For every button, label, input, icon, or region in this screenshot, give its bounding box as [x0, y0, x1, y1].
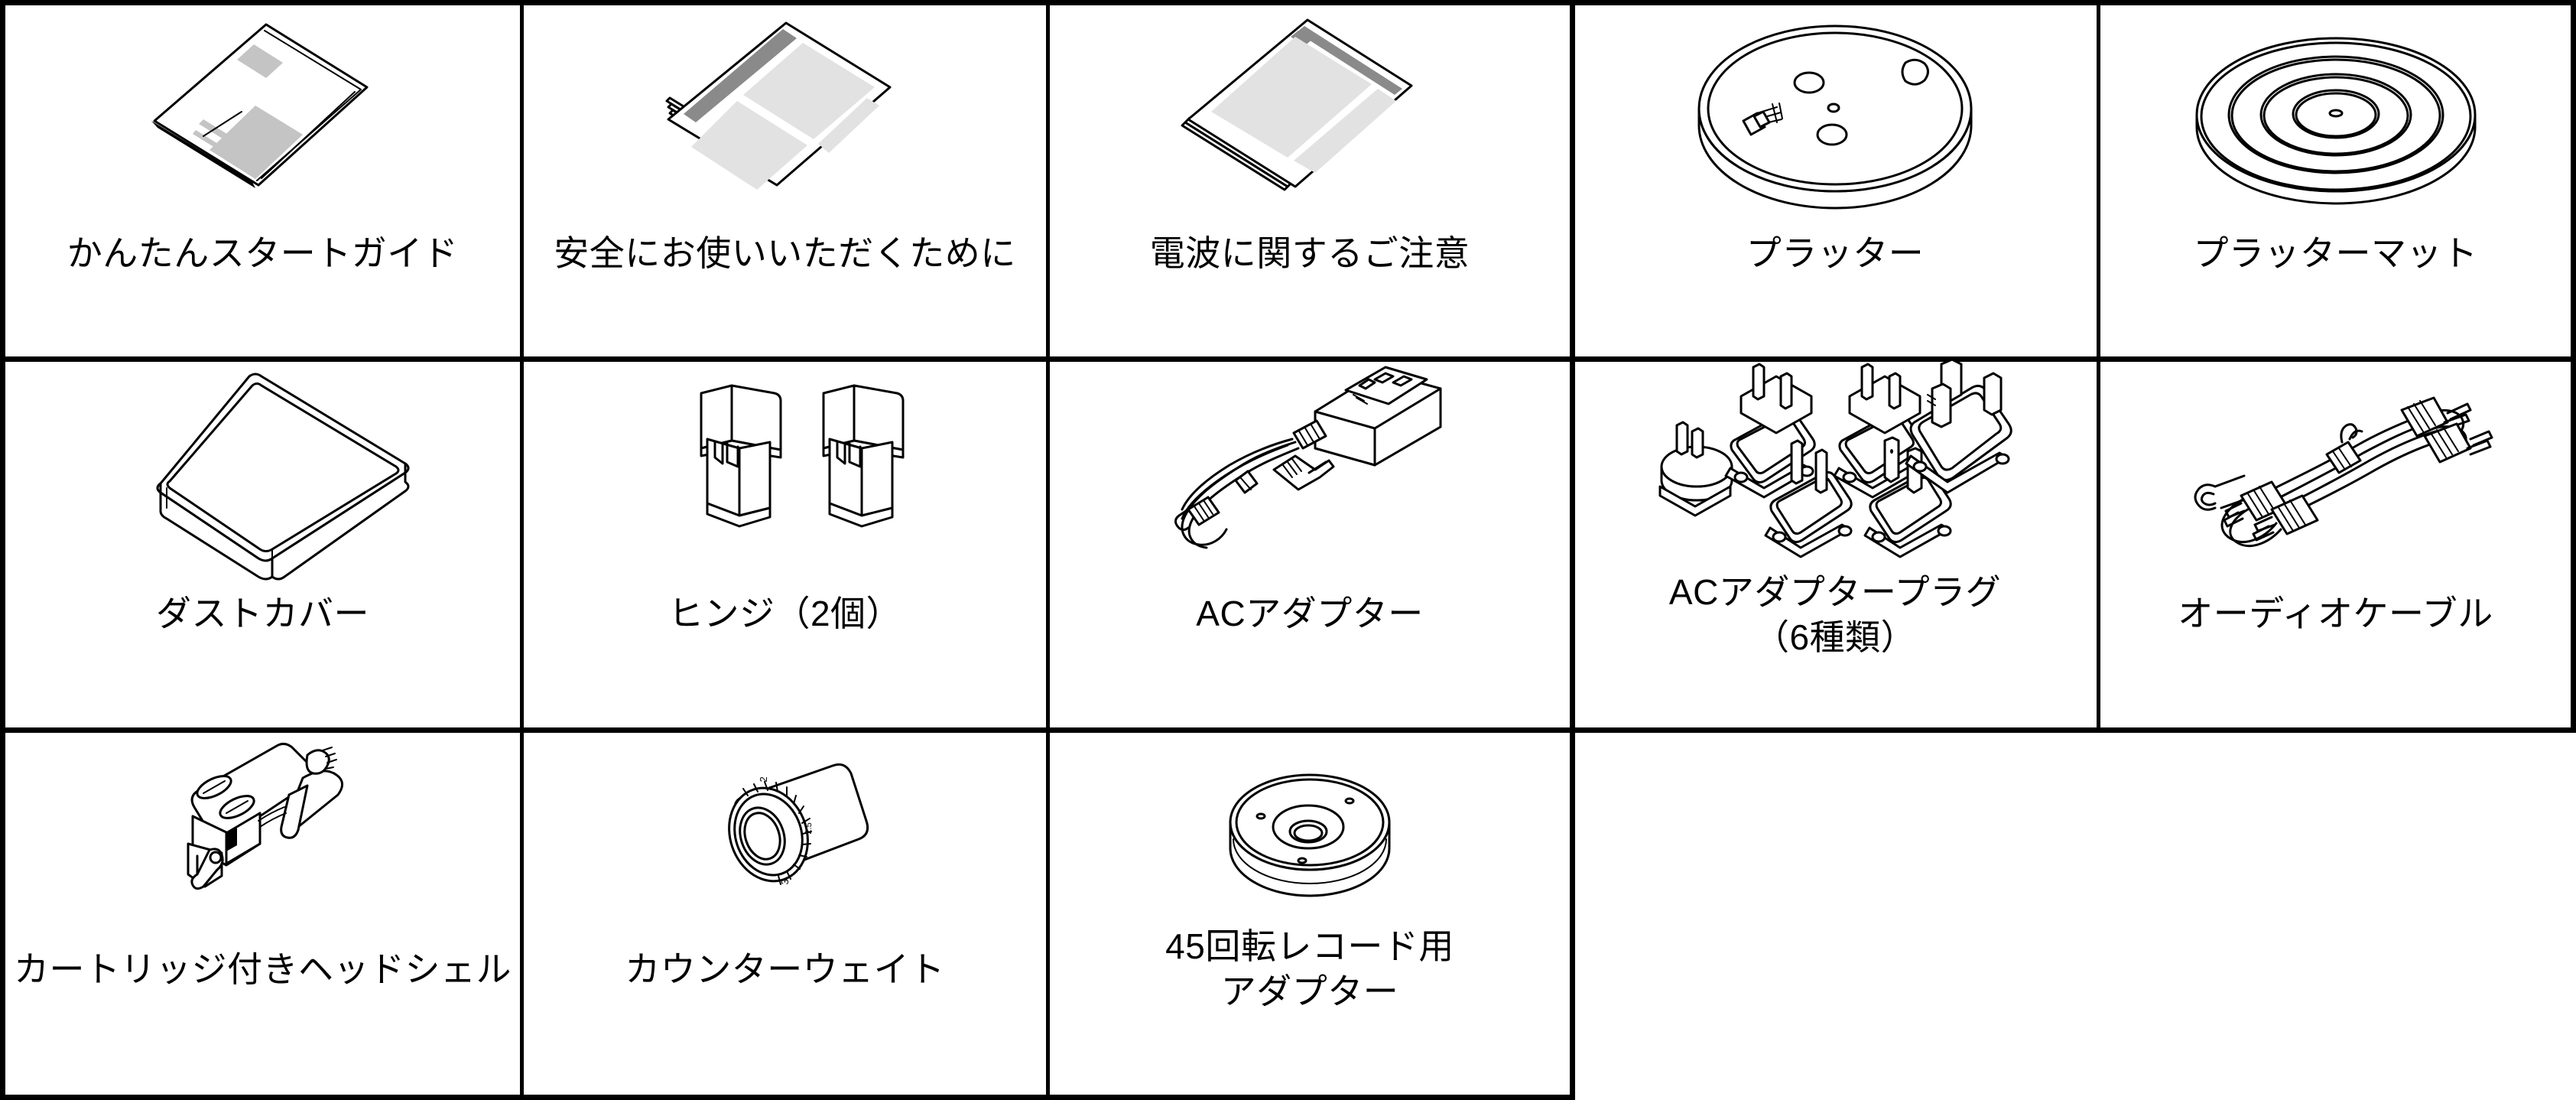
grid-border-right — [2571, 0, 2576, 731]
accessory-cell-radio-wave-notice: 電波に関するご注意 — [1050, 5, 1570, 356]
grid-divider-col3-col4 — [1570, 0, 1575, 1100]
accessory-label: カウンターウェイト — [625, 949, 945, 989]
dust-cover-box-icon — [5, 362, 520, 591]
accessory-label: ダストカバー — [156, 594, 369, 633]
svg-text:2.5: 2.5 — [804, 822, 814, 835]
ac-adapter-with-cable-icon — [1050, 362, 1570, 591]
accessory-cell-platter: プラッター — [1574, 5, 2097, 356]
empty-cell-placeholder — [1575, 733, 2097, 924]
45rpm-record-adapter-icon — [1050, 733, 1570, 924]
grid-divider-row1-row2 — [0, 356, 2576, 362]
accessory-cell-dust-cover: ダストカバー — [5, 362, 520, 727]
safety-instructions-booklet-icon — [524, 5, 1046, 231]
accessory-cell-hinges: ヒンジ（2個） — [524, 362, 1046, 727]
counterweight-cylinder-icon: 2 2.5 3 — [524, 733, 1046, 947]
grid-divider-row2-row3 — [0, 727, 2576, 733]
accessory-label: プラッター — [1746, 233, 1925, 273]
accessory-label: カートリッジ付きヘッドシェル — [14, 949, 512, 989]
grid-divider-col1-col2 — [520, 0, 524, 1100]
accessory-label: 電波に関するご注意 — [1149, 233, 1470, 273]
accessory-cell-empty-r3c4 — [1575, 733, 2097, 1095]
audio-rca-cable-icon — [2100, 362, 2571, 591]
ac-adapter-plugs-six-types-icon — [1574, 358, 2097, 570]
accessory-cell-ac-adapter: ACアダプター — [1050, 362, 1570, 727]
accessory-label: ACアダプター — [1196, 594, 1424, 633]
accessory-label: かんたんスタートガイド — [67, 233, 459, 273]
grid-border-left — [0, 0, 5, 1100]
accessory-label: プラッターマット — [2193, 233, 2478, 273]
accessory-label: 安全にお使いいただくために — [554, 233, 1016, 273]
headshell-with-cartridge-icon — [5, 733, 520, 947]
accessory-cell-safety-instructions: 安全にお使いいただくために — [524, 5, 1046, 356]
platter-disc-icon — [1574, 5, 2097, 231]
accessory-cell-audio-cable: オーディオケーブル — [2100, 362, 2571, 727]
accessory-cell-counterweight: 2 2.5 3 カウンターウェイト — [524, 733, 1046, 1095]
accessory-label: ACアダプタープラグ （6種類） — [1668, 572, 2002, 657]
accessory-cell-45rpm-adapter: 45回転レコード用 アダプター — [1050, 733, 1570, 1095]
svg-text:3: 3 — [778, 879, 790, 885]
accessory-cell-quick-start-guide: かんたんスタートガイド — [5, 5, 520, 356]
accessory-cell-headshell-with-cartridge: カートリッジ付きヘッドシェル — [5, 733, 520, 1095]
grid-divider-col2-col3 — [1046, 0, 1050, 1100]
hinge-pair-icon — [524, 362, 1046, 591]
grid-border-bottom — [0, 1095, 1574, 1100]
accessory-cell-empty-r3c5 — [2100, 733, 2571, 1095]
quick-start-guide-booklet-icon — [5, 5, 520, 231]
accessory-cell-platter-mat: プラッターマット — [2100, 5, 2571, 356]
accessory-label: 45回転レコード用 アダプター — [1165, 926, 1454, 1011]
radio-wave-notice-sheet-icon — [1050, 5, 1570, 231]
grid-divider-col4-col5 — [2097, 0, 2100, 731]
svg-text:2: 2 — [757, 776, 768, 783]
accessory-label: オーディオケーブル — [2178, 594, 2493, 633]
empty-cell-placeholder — [2100, 733, 2571, 924]
grid-border-top — [0, 0, 2576, 5]
accessory-label: ヒンジ（2個） — [668, 594, 902, 633]
accessory-cell-ac-adapter-plugs: ACアダプタープラグ （6種類） — [1574, 358, 2097, 727]
platter-mat-disc-icon — [2100, 5, 2571, 231]
